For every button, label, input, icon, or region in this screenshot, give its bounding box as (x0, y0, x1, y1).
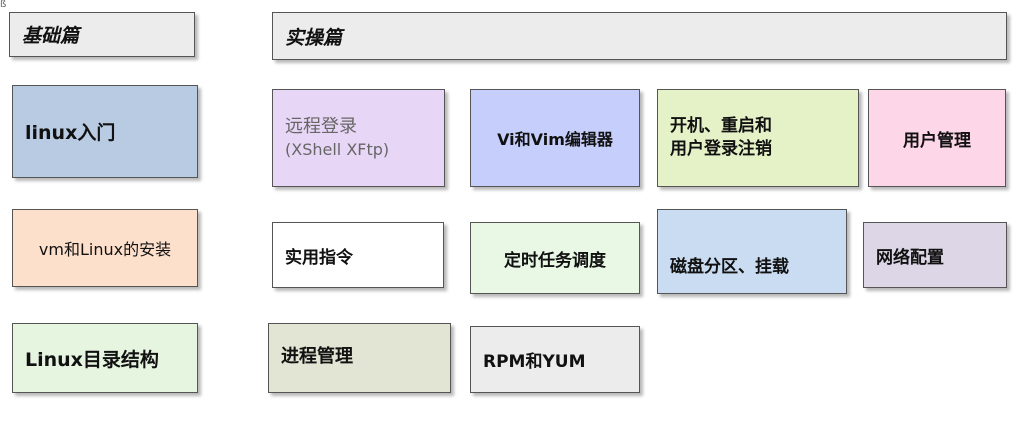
box-process-label: 进程管理 (281, 346, 353, 367)
box-vm-install-label: vm和Linux的安装 (38, 240, 172, 259)
header-basic: 基础篇 (9, 12, 195, 57)
box-user-mgmt-label: 用户管理 (903, 130, 971, 151)
box-linux-intro-label: linux入门 (25, 122, 116, 144)
box-network-label: 网络配置 (876, 248, 944, 268)
box-dir-structure: Linux目录结构 (12, 323, 198, 393)
box-linux-intro: linux入门 (12, 85, 198, 178)
box-vi-vim: Vi和Vim编辑器 (470, 89, 640, 187)
box-rpm-yum: RPM和YUM (470, 326, 640, 393)
box-commands-label: 实用指令 (285, 247, 353, 268)
corner-mark: ß (0, 0, 7, 10)
box-network: 网络配置 (863, 222, 1007, 288)
box-vi-vim-label: Vi和Vim编辑器 (497, 130, 613, 149)
box-remote-login-line2: (XShell XFtp) (285, 140, 390, 160)
header-practical: 实操篇 (272, 12, 1007, 60)
box-cron-label: 定时任务调度 (504, 250, 606, 271)
header-basic-label: 基础篇 (22, 25, 80, 47)
box-vm-install: vm和Linux的安装 (12, 209, 198, 287)
box-boot-restart: 开机、重启和 用户登录注销 (657, 89, 859, 187)
header-practical-label: 实操篇 (285, 26, 343, 49)
box-commands: 实用指令 (272, 222, 444, 288)
box-disk-label: 磁盘分区、挂载 (670, 257, 789, 277)
box-boot-restart-line2: 用户登录注销 (670, 139, 772, 159)
box-user-mgmt: 用户管理 (868, 89, 1006, 187)
box-boot-restart-line1: 开机、重启和 (670, 116, 772, 137)
box-dir-structure-label: Linux目录结构 (25, 348, 159, 371)
box-cron: 定时任务调度 (470, 222, 640, 294)
box-rpm-yum-label: RPM和YUM (483, 352, 586, 372)
box-remote-login-line1: 远程登录 (285, 116, 357, 138)
box-disk: 磁盘分区、挂载 (657, 209, 847, 294)
box-remote-login: 远程登录 (XShell XFtp) (272, 89, 445, 187)
box-process: 进程管理 (268, 323, 451, 393)
